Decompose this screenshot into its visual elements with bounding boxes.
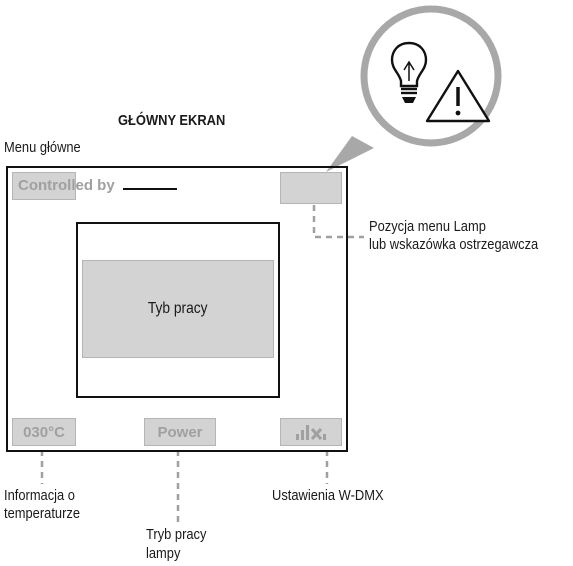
temperature-button[interactable]: 030°C xyxy=(12,418,76,446)
lamp-menu-callout-line2: lub wskazówka ostrzegawcza xyxy=(369,236,539,253)
main-screen-frame: Controlled by Tyb pracy 030°C Power xyxy=(6,166,348,452)
temperature-value: 030°C xyxy=(23,423,65,441)
power-button[interactable]: Power xyxy=(144,418,216,446)
controller-name-blank xyxy=(122,188,177,190)
operating-mode-label: Tyb pracy xyxy=(148,300,208,317)
controlled-by-label: Controlled by xyxy=(18,177,115,194)
wdmx-callout: Ustawienia W-DMX xyxy=(272,487,384,504)
temperature-callout-line1: Informacja o xyxy=(4,487,75,504)
lamp-menu-callout-line1: Pozycja menu Lamp xyxy=(369,218,486,235)
wdmx-button[interactable] xyxy=(280,418,342,446)
temperature-callout-line2: temperaturze xyxy=(4,505,81,522)
main-menu-label: Menu główne xyxy=(4,139,81,156)
lamp-menu-button[interactable] xyxy=(280,172,342,204)
power-label: Power xyxy=(157,423,203,441)
controlled-by-highlight xyxy=(12,172,76,200)
screen-title: GŁÓWNY EKRAN xyxy=(118,112,226,129)
operating-mode-box[interactable]: Tyb pracy xyxy=(82,260,274,358)
lightbulb-icon xyxy=(390,41,428,103)
mode-callout-line1: Tryb pracy xyxy=(146,526,207,543)
warning-triangle-icon xyxy=(425,69,491,123)
wdmx-signal-icon xyxy=(296,425,326,441)
operating-mode-frame: Tyb pracy xyxy=(76,222,280,398)
mode-callout-line2: lampy xyxy=(146,545,181,562)
